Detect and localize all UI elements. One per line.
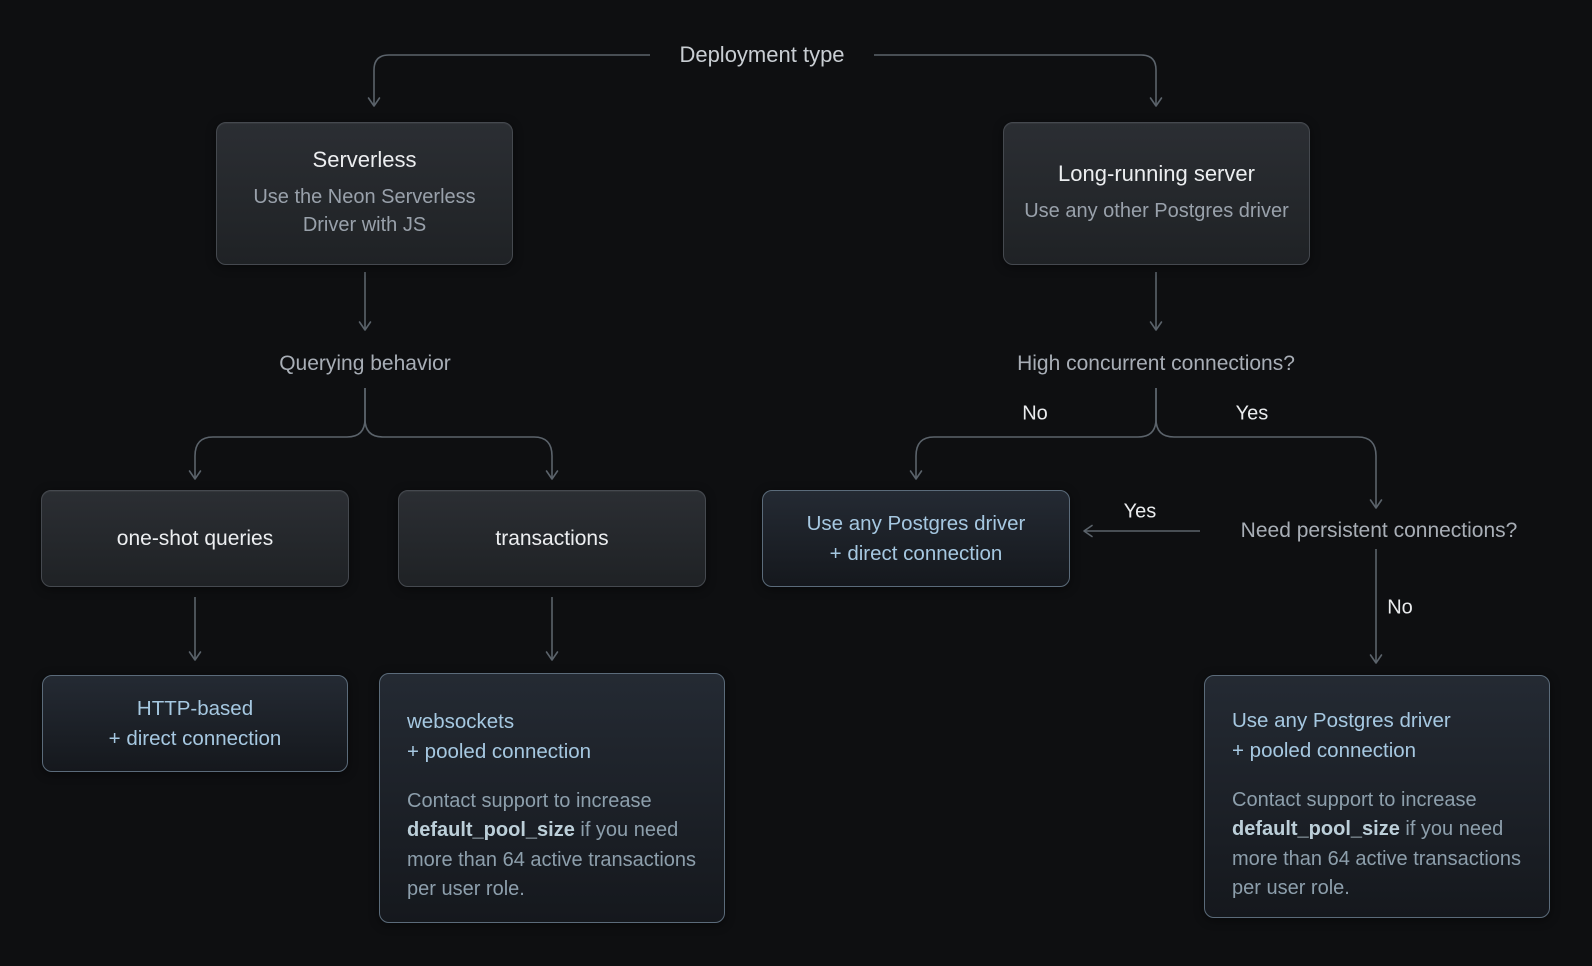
edge-label-persistent-no: No — [1387, 596, 1413, 619]
question-querying-behavior: Querying behavior — [279, 352, 451, 375]
node-any-direct-line1: Use any Postgres driver — [806, 511, 1026, 535]
root-label-deployment-type: Deployment type — [679, 42, 845, 67]
node-http-direct-line2: + direct connection — [108, 726, 282, 750]
note-text-pre: Contact support to increase — [407, 790, 652, 813]
edge-root-to-longrunning — [874, 54, 1163, 107]
edge-querying-to-oneshot — [188, 388, 366, 480]
node-http-direct-line1: HTTP-based — [136, 696, 254, 720]
node-any-postgres-driver-direct: Use any Postgres driver + direct connect… — [762, 490, 1070, 587]
node-serverless-title: Serverless — [312, 147, 417, 173]
node-long-running-title: Long-running server — [1058, 161, 1255, 187]
node-serverless: Serverless Use the Neon Serverless Drive… — [216, 122, 513, 265]
question-high-concurrent-connections: High concurrent connections? — [1017, 352, 1295, 375]
node-transactions-label: transactions — [495, 526, 609, 550]
node-websockets-pooled: websockets + pooled connection Contact s… — [379, 673, 725, 923]
node-transactions: transactions — [398, 490, 706, 587]
node-one-shot-queries-label: one-shot queries — [116, 526, 274, 550]
node-ws-pooled-note: Contact support to increase default_pool… — [407, 787, 697, 905]
question-need-persistent-connections: Need persistent connections? — [1240, 519, 1518, 542]
node-any-direct-line2: + direct connection — [829, 541, 1003, 565]
node-any-pooled-note: Contact support to increase default_pool… — [1232, 786, 1522, 904]
node-any-pooled-line1: Use any Postgres driver — [1232, 709, 1451, 732]
node-long-running-server: Long-running server Use any other Postgr… — [1003, 122, 1310, 265]
node-serverless-subtitle: Use the Neon Serverless Driver with JS — [253, 186, 476, 236]
node-long-running-subtitle: Use any other Postgres driver — [1024, 200, 1289, 223]
node-any-pooled-line2: + pooled connection — [1232, 738, 1417, 762]
edge-root-to-serverless — [367, 54, 650, 107]
node-one-shot-queries: one-shot queries — [41, 490, 349, 587]
edge-querying-to-transactions — [364, 388, 559, 480]
edge-label-high-concurrent-yes: Yes — [1235, 402, 1269, 425]
edge-highconcurrent-yes — [1155, 388, 1383, 509]
note-text-post: if you need more than 64 active transact… — [407, 819, 697, 901]
note-text-pre: Contact support to increase — [1232, 789, 1477, 812]
node-ws-pooled-line1: websockets — [407, 710, 515, 733]
note-default-pool-size: default_pool_size — [407, 819, 575, 842]
edge-label-persistent-yes: Yes — [1123, 500, 1157, 523]
node-ws-pooled-line2: + pooled connection — [407, 739, 592, 763]
note-text-post: if you need more than 64 active transact… — [1232, 818, 1522, 900]
node-http-based-direct: HTTP-based + direct connection — [42, 675, 348, 772]
edge-label-high-concurrent-no: No — [1022, 402, 1048, 425]
note-default-pool-size: default_pool_size — [1232, 818, 1400, 841]
node-any-postgres-driver-pooled: Use any Postgres driver + pooled connect… — [1204, 675, 1550, 918]
edge-highconcurrent-no — [909, 388, 1157, 480]
